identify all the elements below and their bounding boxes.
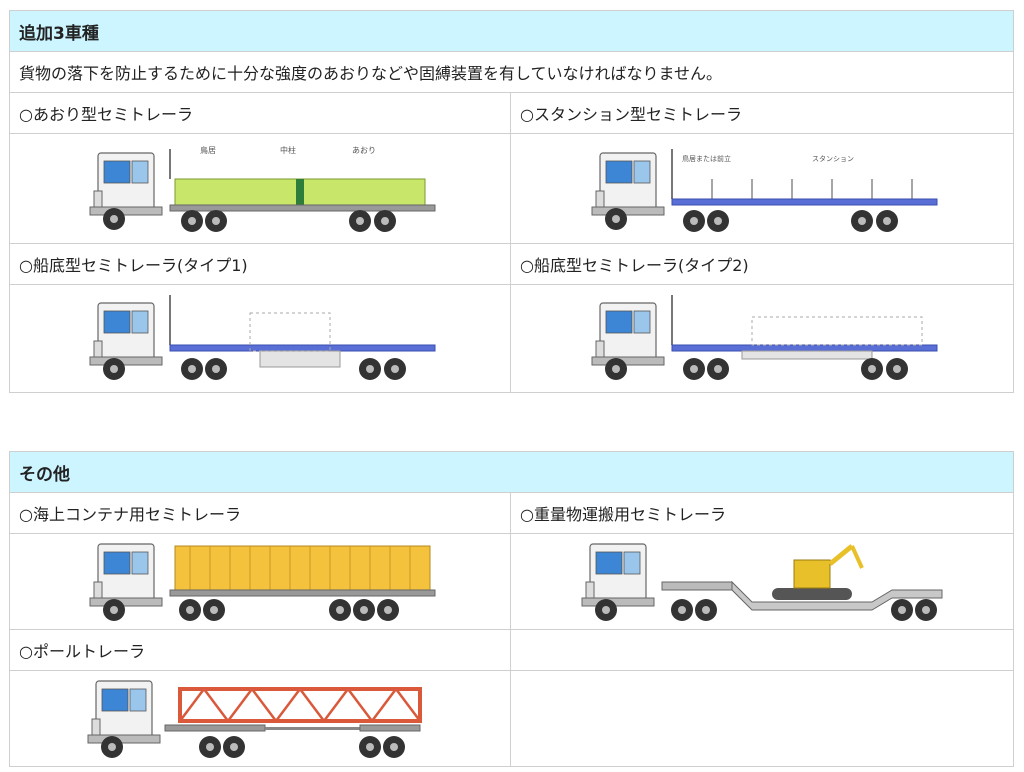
annotation-center-post: 中柱 xyxy=(280,145,296,155)
pole-trailer-illustration xyxy=(87,679,422,759)
section-note: 貨物の落下を防止するために十分な強度のあおりなどや固縛装置を有していなければなり… xyxy=(9,51,1014,93)
pole-trailer-cell xyxy=(9,670,511,767)
section-title: 追加3車種 xyxy=(9,10,1014,52)
annotation-torii: 鳥居 xyxy=(200,145,216,155)
section-title: その他 xyxy=(9,451,1014,493)
vehicle-label: ○重量物運搬用セミトレーラ xyxy=(510,492,1014,534)
stanchion-trailer-illustration: 鳥居または前立 スタンション xyxy=(591,148,938,232)
vehicle-label: ○ポールトレーラ xyxy=(9,629,511,671)
annotation-torii-or-front: 鳥居または前立 xyxy=(682,154,731,163)
stanchion-trailer-cell: 鳥居または前立 スタンション xyxy=(510,133,1014,244)
annotation-aori: あおり xyxy=(352,146,376,155)
section-additional-vehicle-types: 追加3車種 貨物の落下を防止するために十分な強度のあおりなどや固縛装置を有してい… xyxy=(9,10,1014,393)
vehicle-label: ○スタンション型セミトレーラ xyxy=(510,92,1014,134)
aori-trailer-cell: 鳥居 中柱 あおり xyxy=(9,133,511,244)
boat-bottom-trailer-type1-illustration xyxy=(89,294,436,381)
vehicle-label: ○船底型セミトレーラ(タイプ2) xyxy=(510,243,1014,285)
section-others: その他 ○海上コンテナ用セミトレーラ ○重量物運搬用セミトレーラ xyxy=(9,451,1014,767)
annotation-stanchion: スタンション xyxy=(812,154,854,163)
boat-bottom-type2-cell xyxy=(510,284,1014,393)
heavy-haul-trailer-illustration xyxy=(581,542,943,622)
empty-label-cell xyxy=(510,629,1014,671)
aori-trailer-illustration: 鳥居 中柱 あおり xyxy=(89,145,436,232)
container-trailer-illustration xyxy=(89,542,436,622)
container-trailer-cell xyxy=(9,533,511,630)
vehicle-label: ○海上コンテナ用セミトレーラ xyxy=(9,492,511,534)
heavy-haul-trailer-cell xyxy=(510,533,1014,630)
boat-bottom-trailer-type2-illustration xyxy=(591,294,938,381)
vehicle-label: ○あおり型セミトレーラ xyxy=(9,92,511,134)
vehicle-label: ○船底型セミトレーラ(タイプ1) xyxy=(9,243,511,285)
empty-image-cell xyxy=(510,670,1014,767)
boat-bottom-type1-cell xyxy=(9,284,511,393)
